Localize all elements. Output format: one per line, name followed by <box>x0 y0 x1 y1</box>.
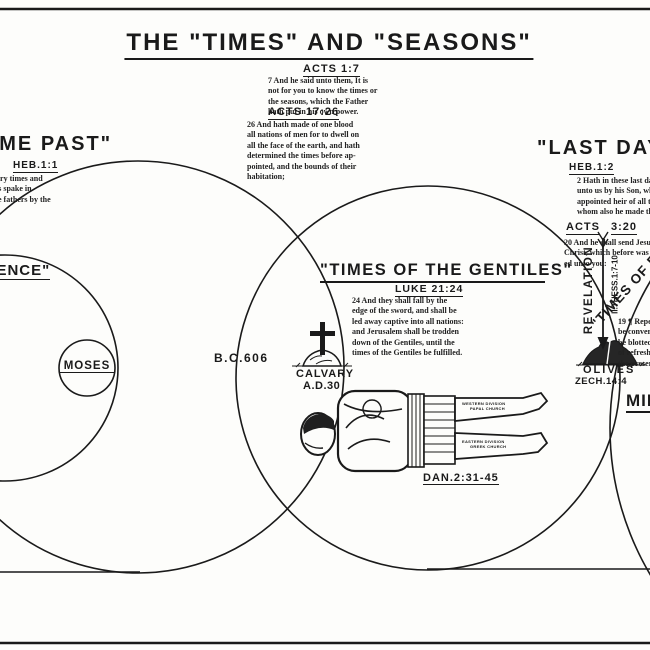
luke-21-24-reference: LUKE 21:24 <box>395 283 464 297</box>
conscience-circle <box>0 254 119 482</box>
times-of-gentiles-heading: "TIMES OF THE GENTILES" <box>320 261 571 283</box>
acts-17-26-verse: 26 And hath made of one blood all nation… <box>247 120 360 181</box>
daniel-2-reference: DAN.2:31-45 <box>423 472 499 485</box>
luke-21-24-verse: 24 And they shall fall by the edge of th… <box>352 296 464 357</box>
calvary-date-label: A.D.30 <box>303 380 341 392</box>
millennium-heading: MILLENNIUM <box>626 391 650 413</box>
statue-leg-papal-church-label: PAPAL CHURCH <box>470 406 505 411</box>
acts-3-20-reference-right: 3:20 <box>611 221 638 235</box>
heb-1-2-reference: HEB.1:2 <box>569 162 615 175</box>
acts-3-20-verse: 20 And he shall send Jesus Christ, which… <box>564 238 650 268</box>
acts-1-7-verse: 7 And he said unto them, It is not for y… <box>268 76 378 117</box>
moses-label: MOSES <box>60 360 114 373</box>
times-of-gentiles-circle <box>235 185 621 571</box>
acts-17-26-reference: ACTS 17:26 <box>268 106 340 120</box>
page-title: THE "TIMES" AND "SEASONS" <box>124 29 534 60</box>
heb-1-1-verse: God, who at sundry times and in divers m… <box>0 174 51 204</box>
statue-leg-eastern-division-label: EASTERN DIVISION <box>462 439 505 444</box>
daniel-statue-illustration <box>300 389 549 473</box>
acts-3-19-verse: 19 ¶ Repent ye therefore, and be convert… <box>618 317 650 368</box>
olives-label: OLIVES <box>583 364 636 376</box>
heb-1-2-verse: 2 Hath in these last days spoken unto us… <box>577 176 650 217</box>
statue-leg-greek-church-label: GREEK CHURCH <box>470 444 507 449</box>
calvary-label: CALVARY <box>296 368 355 380</box>
last-days-circle <box>609 280 650 576</box>
bc-606-label: B.C.606 <box>214 351 269 365</box>
revelation-arrow-icon <box>597 231 609 350</box>
zechariah-reference: ZECH.14:4 <box>575 376 628 387</box>
last-days-heading: "LAST DAYS" <box>537 137 650 159</box>
heb-1-1-reference: HEB.1:1 <box>13 160 59 173</box>
revelation-arrow-label: REVELATION <box>583 245 595 335</box>
time-past-circle <box>0 160 345 574</box>
acts-1-7-reference: ACTS 1:7 <box>303 63 360 77</box>
calvary-cross-icon <box>292 322 352 368</box>
time-past-heading: "TIME PAST" <box>0 133 113 155</box>
moses-circle <box>58 339 116 397</box>
acts-3-20-reference-left: ACTS <box>566 221 600 235</box>
mount-olives-icon <box>576 340 646 367</box>
conscience-circle-label: "CONSCIENCE" <box>0 262 51 280</box>
statue-leg-western-division-label: WESTERN DIVISION <box>462 401 506 406</box>
